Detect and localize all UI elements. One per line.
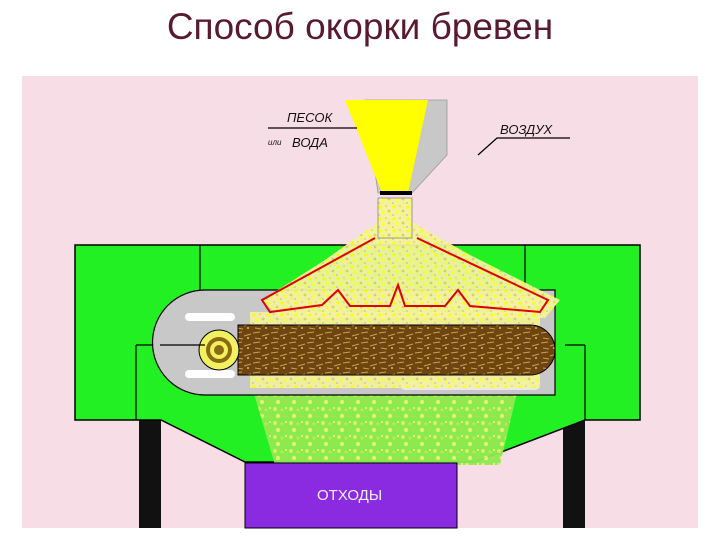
sand-spray: [262, 222, 560, 318]
right-leg: [563, 420, 585, 528]
nozzle-pipe: [377, 197, 413, 239]
label-or: или: [268, 138, 282, 147]
label-air: ВОЗДУХ: [500, 122, 553, 137]
waste-fall: [250, 380, 520, 465]
label-waste: ОТХОДЫ: [317, 487, 383, 504]
left-leg: [139, 420, 161, 528]
waste-bin: [244, 462, 458, 529]
label-water: ВОДА: [292, 135, 328, 150]
log: [237, 324, 556, 376]
air-leader-line: [477, 137, 570, 156]
label-sand: ПЕСОК: [287, 110, 333, 125]
sand-funnel: [345, 100, 428, 193]
jet-outline: [260, 237, 550, 314]
slide-title: Способ окорки бревен: [166, 6, 554, 47]
